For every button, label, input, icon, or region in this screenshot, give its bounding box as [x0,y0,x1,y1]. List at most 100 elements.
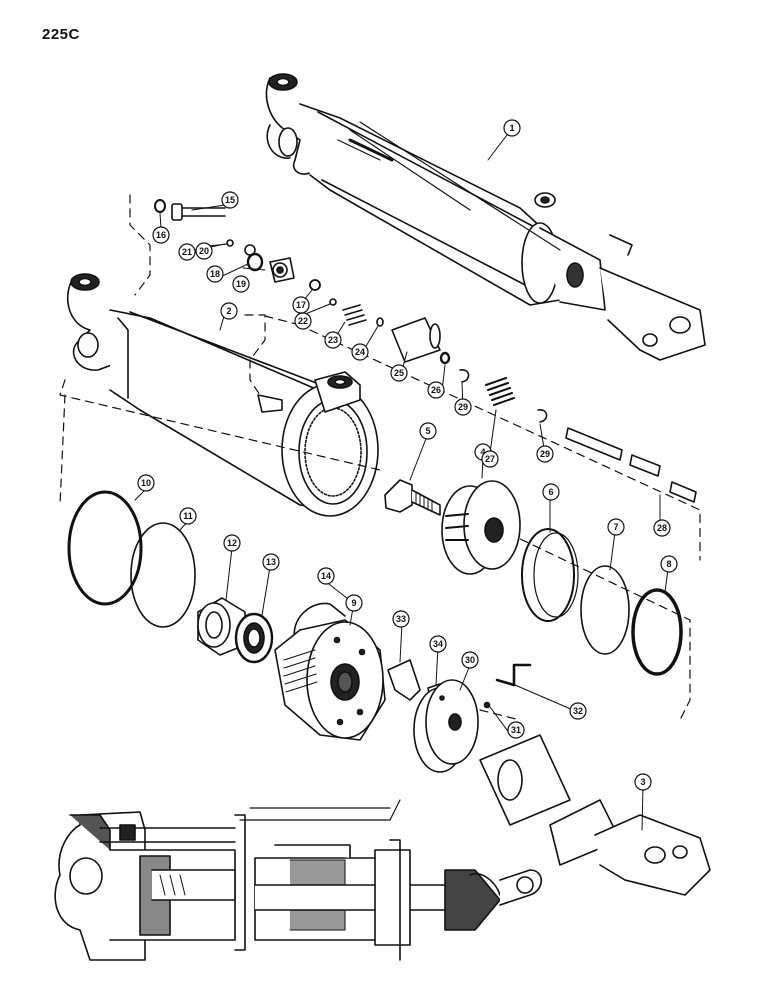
callout-circle [503,119,521,137]
lock-plate [387,659,421,701]
callout-circle [536,445,554,463]
cylinder-gland [274,602,386,741]
callout-number: 11 [183,511,193,521]
callout-c2: 2 [220,302,238,320]
callout-circle [507,721,525,739]
callout-circle [454,398,472,416]
callout-number: 7 [613,522,618,532]
callout-number: 15 [225,195,235,205]
callout-circle [660,555,678,573]
callout-c30: 30 [461,651,479,669]
callout-number: 32 [573,706,583,716]
callout-c22: 22 [294,312,312,330]
callout-c32: 32 [569,702,587,720]
callout-c26: 26 [427,381,445,399]
callout-number: 22 [298,316,308,326]
callout-circle [461,651,479,669]
callout-leaders [134,130,669,831]
callout-circle [419,422,437,440]
callout-number: 12 [227,538,237,548]
callout-c23: 23 [324,331,342,349]
callout-circle [653,519,671,537]
callout-circle [206,265,224,283]
callout-number: 10 [141,478,151,488]
callout-c21: 21 [178,243,196,261]
sectional-view [54,799,543,961]
callout-number: 13 [266,557,276,567]
callout-circle [427,381,445,399]
callout-number: 19 [236,279,246,289]
piston [441,480,521,575]
callout-circle [481,450,499,468]
callout-circle [429,635,447,653]
callout-c6: 6 [542,483,560,501]
callout-circle [178,243,196,261]
hex-key [495,663,532,687]
callout-circle [634,773,652,791]
callout-c11: 11 [179,507,197,525]
fitting-parts [154,199,548,423]
callout-c33: 33 [392,610,410,628]
callout-circle [137,474,155,492]
callout-c10: 10 [137,474,155,492]
callout-c17: 17 [292,296,310,314]
callout-circle [607,518,625,536]
callout-number: 25 [394,368,404,378]
callout-c31: 31 [507,721,525,739]
callout-circle [221,191,239,209]
callout-circle [351,343,369,361]
callout-number: 4 [480,447,485,457]
callout-number: 2 [226,306,231,316]
wear-ring [521,528,579,622]
callout-circle [542,483,560,501]
callout-circle [390,364,408,382]
backup-ring [580,565,630,655]
callout-c24: 24 [351,343,369,361]
callout-number: 27 [485,454,495,464]
callout-c16: 16 [152,226,170,244]
callout-c28: 28 [653,519,671,537]
callout-circle [223,534,241,552]
callout-number: 30 [465,655,475,665]
callout-c27: 27 [481,450,499,468]
callout-number: 23 [328,335,338,345]
callout-c34: 34 [429,635,447,653]
callout-c25: 25 [390,364,408,382]
callout-c5: 5 [419,422,437,440]
pushrod-pieces [565,427,697,503]
callout-c7: 7 [607,518,625,536]
callout-c18: 18 [206,265,224,283]
gland-backup-ring [130,522,196,628]
callout-number: 18 [210,269,220,279]
callout-number: 5 [425,426,430,436]
callout-number: 14 [321,571,331,581]
callout-c3: 3 [634,773,652,791]
callout-number: 20 [199,246,209,256]
callout-number: 33 [396,614,406,624]
callout-number: 16 [156,230,166,240]
callout-number: 34 [433,639,443,649]
page-label: 225C [42,26,80,43]
callout-number: 9 [351,598,356,608]
piston-rod [479,734,711,896]
callout-circle [294,312,312,330]
gland-o-ring [67,490,143,606]
callout-c14: 14 [317,567,335,585]
callout-circle [195,242,213,260]
callout-circle [152,226,170,244]
piston-nut [413,679,479,773]
callout-circle [345,594,363,612]
callout-c1: 1 [503,119,521,137]
piston-o-ring [631,588,683,676]
callout-number: 8 [666,559,671,569]
callout-number: 29 [540,449,550,459]
callout-circle [392,610,410,628]
callout-number: 1 [509,123,514,133]
callout-number: 26 [431,385,441,395]
callout-c9: 9 [345,594,363,612]
callout-number: 3 [640,777,645,787]
callout-c12: 12 [223,534,241,552]
cylinder-barrel [66,273,379,517]
callout-number: 31 [511,725,521,735]
